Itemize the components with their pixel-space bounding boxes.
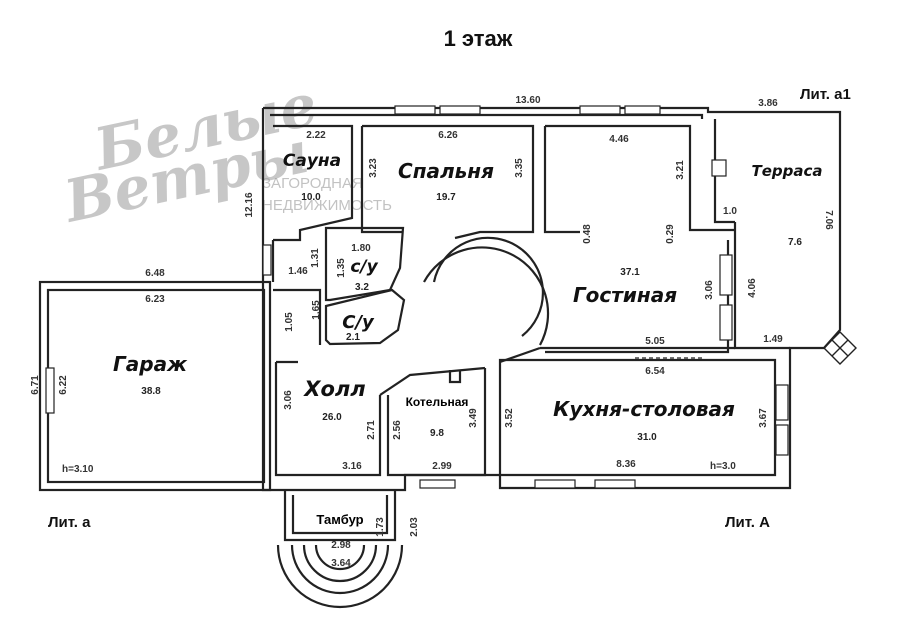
dim-garage-outer-width: 6.48 bbox=[145, 268, 165, 279]
dim-bath-height: 1.35 bbox=[336, 258, 347, 278]
dim-hall-bottom: 3.16 bbox=[342, 461, 362, 472]
dim-bedroom-width: 6.26 bbox=[438, 130, 458, 141]
dim-corridor-width: 1.46 bbox=[288, 266, 308, 277]
room-hall-area: 26.0 bbox=[322, 412, 342, 423]
room-bath1-name: с/у bbox=[350, 257, 378, 277]
dim-vestibule-right-outer: 2.03 bbox=[409, 517, 420, 537]
watermark-logo: Белые Ветры ЗАГОРОДНАЯ НЕДВИЖИМОСТЬ bbox=[57, 70, 392, 236]
dim-corridor-height: 1.05 bbox=[284, 312, 295, 332]
room-sauna-name: Сауна bbox=[283, 151, 341, 171]
dim-boiler-left: 2.56 bbox=[392, 420, 403, 440]
lit-a-label: Лит. а bbox=[48, 514, 91, 531]
dim-terrace-side: 4.06 bbox=[747, 278, 758, 298]
dim-boiler-bottom: 2.99 bbox=[432, 461, 452, 472]
walls bbox=[38, 106, 842, 609]
terrace-corner bbox=[823, 331, 857, 365]
room-garage-name: Гараж bbox=[113, 352, 188, 376]
dim-living-right: 3.06 bbox=[704, 280, 715, 300]
dim-living-left2: 0.29 bbox=[665, 224, 676, 244]
room-bedroom-name: Спальня bbox=[398, 159, 494, 183]
dim-terrace-right: 7.06 bbox=[823, 210, 834, 230]
dim-kitchen-right: 3.67 bbox=[758, 408, 769, 428]
dim-kitchen-left: 3.52 bbox=[504, 408, 515, 428]
lit-a1-label: Лит. а1 bbox=[800, 86, 851, 103]
dim-left-wing: 12.16 bbox=[244, 192, 255, 217]
dim-vestibule-width: 2.98 bbox=[331, 540, 351, 551]
room-bedroom-area: 19.7 bbox=[436, 192, 456, 203]
dim-vestibule-right-inner: 1.73 bbox=[375, 517, 386, 537]
dim-bath-side: 1.31 bbox=[310, 248, 321, 268]
kitchen-height: h=3.0 bbox=[710, 461, 736, 472]
dim-sauna-width: 2.22 bbox=[306, 130, 326, 141]
room-kitchen-name: Кухня-столовая bbox=[553, 397, 735, 421]
dimension-labels: 13.60 3.86 2.22 6.26 4.46 3.23 3.35 3.21… bbox=[30, 95, 834, 569]
windows bbox=[45, 105, 789, 489]
room-living-name: Гостиная bbox=[573, 283, 677, 307]
dim-garage-outer-height: 6.71 bbox=[30, 375, 41, 395]
dim-terrace-inner: 1.0 bbox=[723, 206, 737, 217]
dim-kitchen-bottom: 8.36 bbox=[616, 459, 636, 470]
dim-bath-width: 1.80 bbox=[351, 243, 371, 254]
dim-bedroom-right: 3.35 bbox=[514, 158, 525, 178]
room-living-area: 37.1 bbox=[620, 267, 640, 278]
lit-A-label: Лит. А bbox=[725, 514, 770, 531]
watermark-sub-line1: ЗАГОРОДНАЯ bbox=[262, 175, 363, 192]
dim-living-upper-right: 3.21 bbox=[675, 160, 686, 180]
room-sauna-area: 10.0 bbox=[301, 192, 321, 203]
floor-title: 1 этаж bbox=[444, 26, 513, 51]
watermark-sub-line2: НЕДВИЖИМОСТЬ bbox=[262, 197, 392, 214]
dim-hall-height: 3.06 bbox=[283, 390, 294, 410]
room-terrace-area: 7.6 bbox=[788, 237, 802, 248]
dim-living-left: 0.48 bbox=[582, 224, 593, 244]
dim-garage-inner-width: 6.23 bbox=[145, 294, 165, 305]
garage-height: h=3.10 bbox=[62, 464, 94, 475]
room-hall-name: Холл bbox=[302, 377, 365, 401]
room-labels: Сауна 10.0 Спальня 19.7 Терраса 7.6 с/у … bbox=[62, 151, 823, 527]
dim-living-width: 4.46 bbox=[609, 134, 629, 145]
room-vestibule-name: Тамбур bbox=[316, 512, 363, 527]
open-passage bbox=[635, 351, 705, 359]
dim-terrace-top: 3.86 bbox=[758, 98, 778, 109]
room-terrace-name: Терраса bbox=[751, 162, 822, 180]
room-kitchen-area: 31.0 bbox=[637, 432, 657, 443]
dim-living-bottom: 5.05 bbox=[645, 336, 665, 347]
room-boiler-area: 9.8 bbox=[430, 428, 444, 439]
dim-boiler-right: 3.49 bbox=[468, 408, 479, 428]
dim-bath2-height: 1.65 bbox=[311, 300, 322, 320]
dim-hall-right: 2.71 bbox=[366, 420, 377, 440]
dim-overall-top: 13.60 bbox=[515, 95, 540, 106]
room-bath1-area: 3.2 bbox=[355, 282, 369, 293]
lit-labels: Лит. а1 Лит. а Лит. А bbox=[48, 86, 851, 531]
room-boiler-name: Котельная bbox=[406, 395, 469, 409]
dim-bedroom-left: 3.23 bbox=[368, 158, 379, 178]
dim-porch-width: 3.64 bbox=[331, 558, 351, 569]
room-bath2-area: 2.1 bbox=[346, 332, 360, 343]
dim-terrace-bottom: 1.49 bbox=[763, 334, 783, 345]
dim-garage-inner-height: 6.22 bbox=[58, 375, 69, 395]
room-bath2-name: С/у bbox=[342, 312, 375, 333]
dim-kitchen-top: 6.54 bbox=[645, 366, 665, 377]
room-garage-area: 38.8 bbox=[141, 386, 161, 397]
